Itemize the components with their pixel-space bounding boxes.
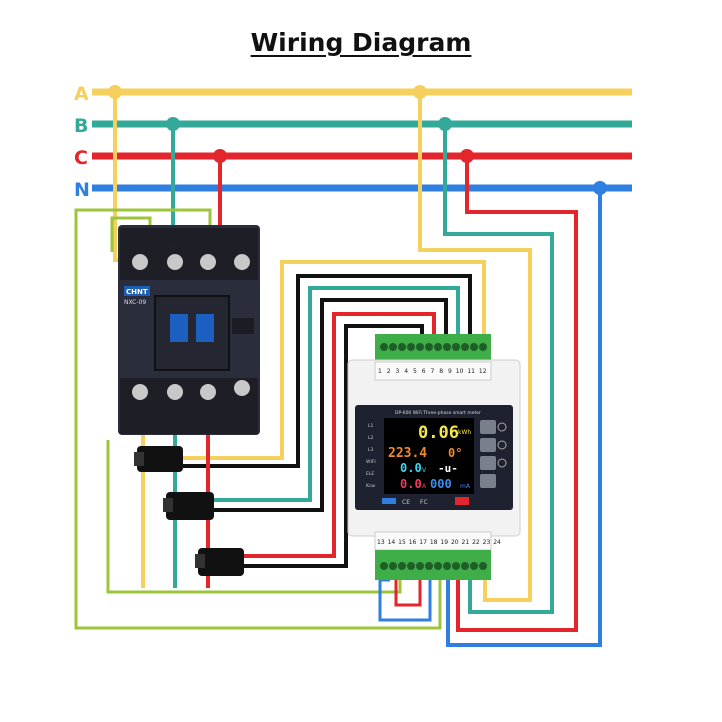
jumper-red (394, 580, 422, 607)
contactor-top-label-3: 5/L3 (198, 243, 211, 250)
contactor-top-screw-4 (234, 254, 250, 270)
ct2-black (210, 298, 448, 512)
contactor-bottom-label-3: 6/T3 (198, 407, 212, 414)
contactor-top-block (120, 228, 258, 280)
ct1-black (180, 274, 472, 468)
meter-bottom-screws (380, 562, 487, 570)
meter-top-numbers: 1 2 3 4 5 6 7 8 9 10 11 12 (378, 368, 487, 375)
lcd-power: 0.06 (418, 423, 459, 443)
meter-button-icon-3 (497, 458, 507, 468)
contactor-brand: CHNT (126, 288, 148, 296)
meter-bottom-numbers: 13 14 15 16 17 18 19 20 21 22 23 24 (377, 539, 501, 546)
ct-1-hole (134, 452, 144, 466)
meter-supply-wires (418, 92, 602, 647)
phase-label-b: B (74, 115, 88, 137)
meter-side-label-l3: L3 (368, 447, 374, 453)
lcd-amps: 0.0 (400, 477, 422, 491)
wire-c-to-meter (456, 156, 578, 632)
meter-top-screws (380, 343, 487, 351)
ct-1 (137, 446, 183, 472)
meter-bottom-jumpers (378, 578, 432, 622)
lcd-amps-unit: A (422, 483, 427, 490)
lcd-freq: -u- (438, 462, 458, 475)
meter-button-icon-1 (497, 422, 507, 432)
wire-a-to-meter (418, 92, 532, 602)
contactor-top-screw-3 (200, 254, 216, 270)
meter-side-label-ele: ELE (366, 471, 374, 477)
contactor-top-screw-1 (132, 254, 148, 270)
jumper-blue (378, 578, 432, 622)
meter-side-label-l1: L1 (368, 423, 374, 429)
control-loop-inner (74, 208, 442, 630)
meter-side-label-kcw: Kcw (366, 483, 375, 489)
junction-dots (108, 85, 607, 195)
wire-n-to-meter (446, 188, 602, 647)
meter-button-icon-2 (497, 440, 507, 450)
contactor-top-label-1: 1/L1 (128, 243, 141, 250)
meter-button-2[interactable] (480, 438, 496, 452)
contactor-model: NXC-09 (124, 299, 146, 306)
meter-cert-fc: FC (420, 499, 428, 506)
control-loop-lower (106, 440, 402, 594)
phase-label-c: C (74, 147, 88, 169)
ct-2 (166, 492, 214, 520)
meter-button-3[interactable] (480, 456, 496, 470)
contactor-bottom-label-2: 4/T2 (165, 407, 179, 414)
diagram-title: Wiring Diagram (250, 28, 472, 57)
smart-meter: 1 2 3 4 5 6 7 8 9 10 11 12 13 14 15 16 1… (347, 334, 521, 580)
ct-signal-wires (180, 260, 486, 568)
lcd-current-unit: V (422, 467, 427, 474)
contactor-actuator-right (196, 314, 214, 342)
wire-b-to-meter (443, 124, 554, 614)
lcd-ma: 000 (430, 477, 452, 491)
meter-button-4[interactable] (480, 474, 496, 488)
contactor-top-screw-2 (167, 254, 183, 270)
current-transformers (134, 446, 244, 576)
meter-button-1[interactable] (480, 420, 496, 434)
contactor-actuator-left (170, 314, 188, 342)
contactor-bottom-label-1: 2/T1 (130, 407, 144, 414)
phase-label-n: N (74, 179, 90, 201)
meter-header: DP-600 WiFi Three-phase smart meter (395, 410, 481, 416)
ct-3 (198, 548, 244, 576)
contactor-brand-plate (124, 286, 150, 296)
meter-side-label-l2: L2 (368, 435, 374, 441)
meter-side-label-wifi: WIFI (366, 459, 376, 465)
contactor-side-tab (232, 318, 254, 334)
contactor-bottom-screw-3 (200, 384, 216, 400)
lcd-ma-unit: mA (460, 483, 471, 490)
contactor-actuator-frame (154, 295, 230, 371)
lcd-temp: 0° (448, 446, 462, 460)
meter-cert-ce: CE (402, 499, 410, 506)
contactor: CHNT NXC-09 1/L1 3/L2 5/L3 2/T1 4/T2 6/T… (118, 225, 260, 435)
meter-wifi-badge (382, 498, 396, 504)
contactor-bottom-screw-4 (234, 380, 250, 396)
ct-2-hole (163, 498, 173, 512)
contactor-bottom-screw-1 (132, 384, 148, 400)
contactor-top-label-2: 3/L2 (164, 243, 177, 250)
lcd-current: 0.0 (400, 461, 422, 475)
ct2-green (210, 286, 460, 502)
meter-top-number-strip (374, 361, 492, 381)
phase-bus-bars (92, 88, 632, 192)
lcd-voltage: 223.4 (388, 446, 427, 461)
ct-3-hole (195, 554, 205, 568)
ct3-black (240, 324, 424, 568)
meter-lcd (384, 418, 474, 494)
phase-label-a: A (74, 83, 89, 105)
lcd-power-unit: kWh (458, 429, 471, 436)
ct1-yellow (180, 260, 486, 460)
ct3-red (240, 312, 436, 558)
contactor-bottom-screw-2 (167, 384, 183, 400)
meter-tuya-badge (455, 497, 469, 505)
